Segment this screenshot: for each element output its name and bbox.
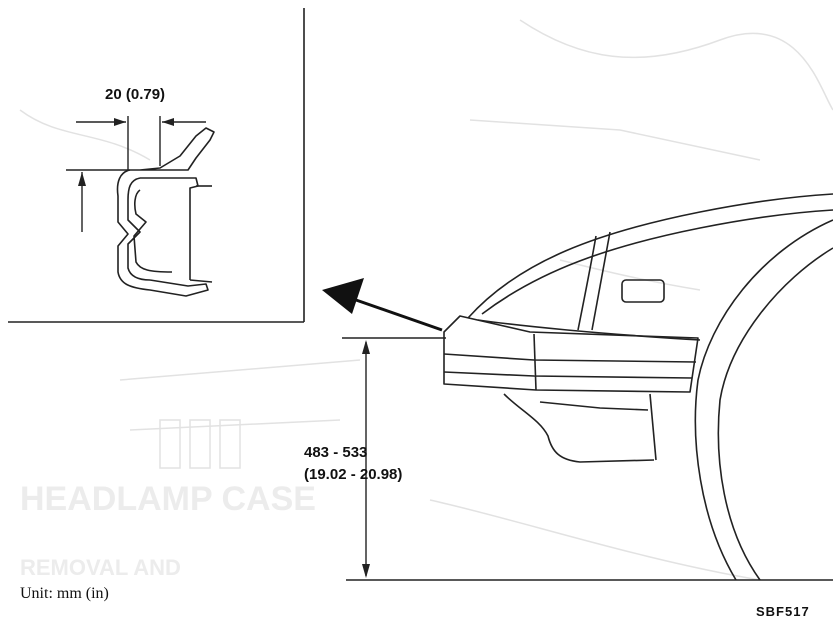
height-dimension (342, 337, 446, 578)
detail-pointer-arrow (322, 278, 443, 332)
width-dimension-label: 20 (0.79) (105, 86, 166, 103)
height-dimension-label-mm: 483 - 533 (304, 444, 368, 461)
detail-inset-frame (8, 8, 305, 323)
svg-text:REMOVAL AND: REMOVAL AND (20, 555, 181, 580)
unit-note: Unit: mm (in) (20, 585, 109, 602)
svg-text:HEADLAMP CASE: HEADLAMP CASE (20, 480, 316, 518)
figure-code: SBF517 (756, 604, 810, 619)
detail-height-arrow (66, 169, 130, 232)
height-dimension-label-in: (19.02 - 20.98) (304, 466, 403, 483)
ghost-background: HEADLAMP CASE REMOVAL AND (19, 19, 833, 581)
width-dimension (76, 116, 206, 170)
car-front-body (346, 193, 833, 581)
seal-cross-section (116, 127, 215, 297)
